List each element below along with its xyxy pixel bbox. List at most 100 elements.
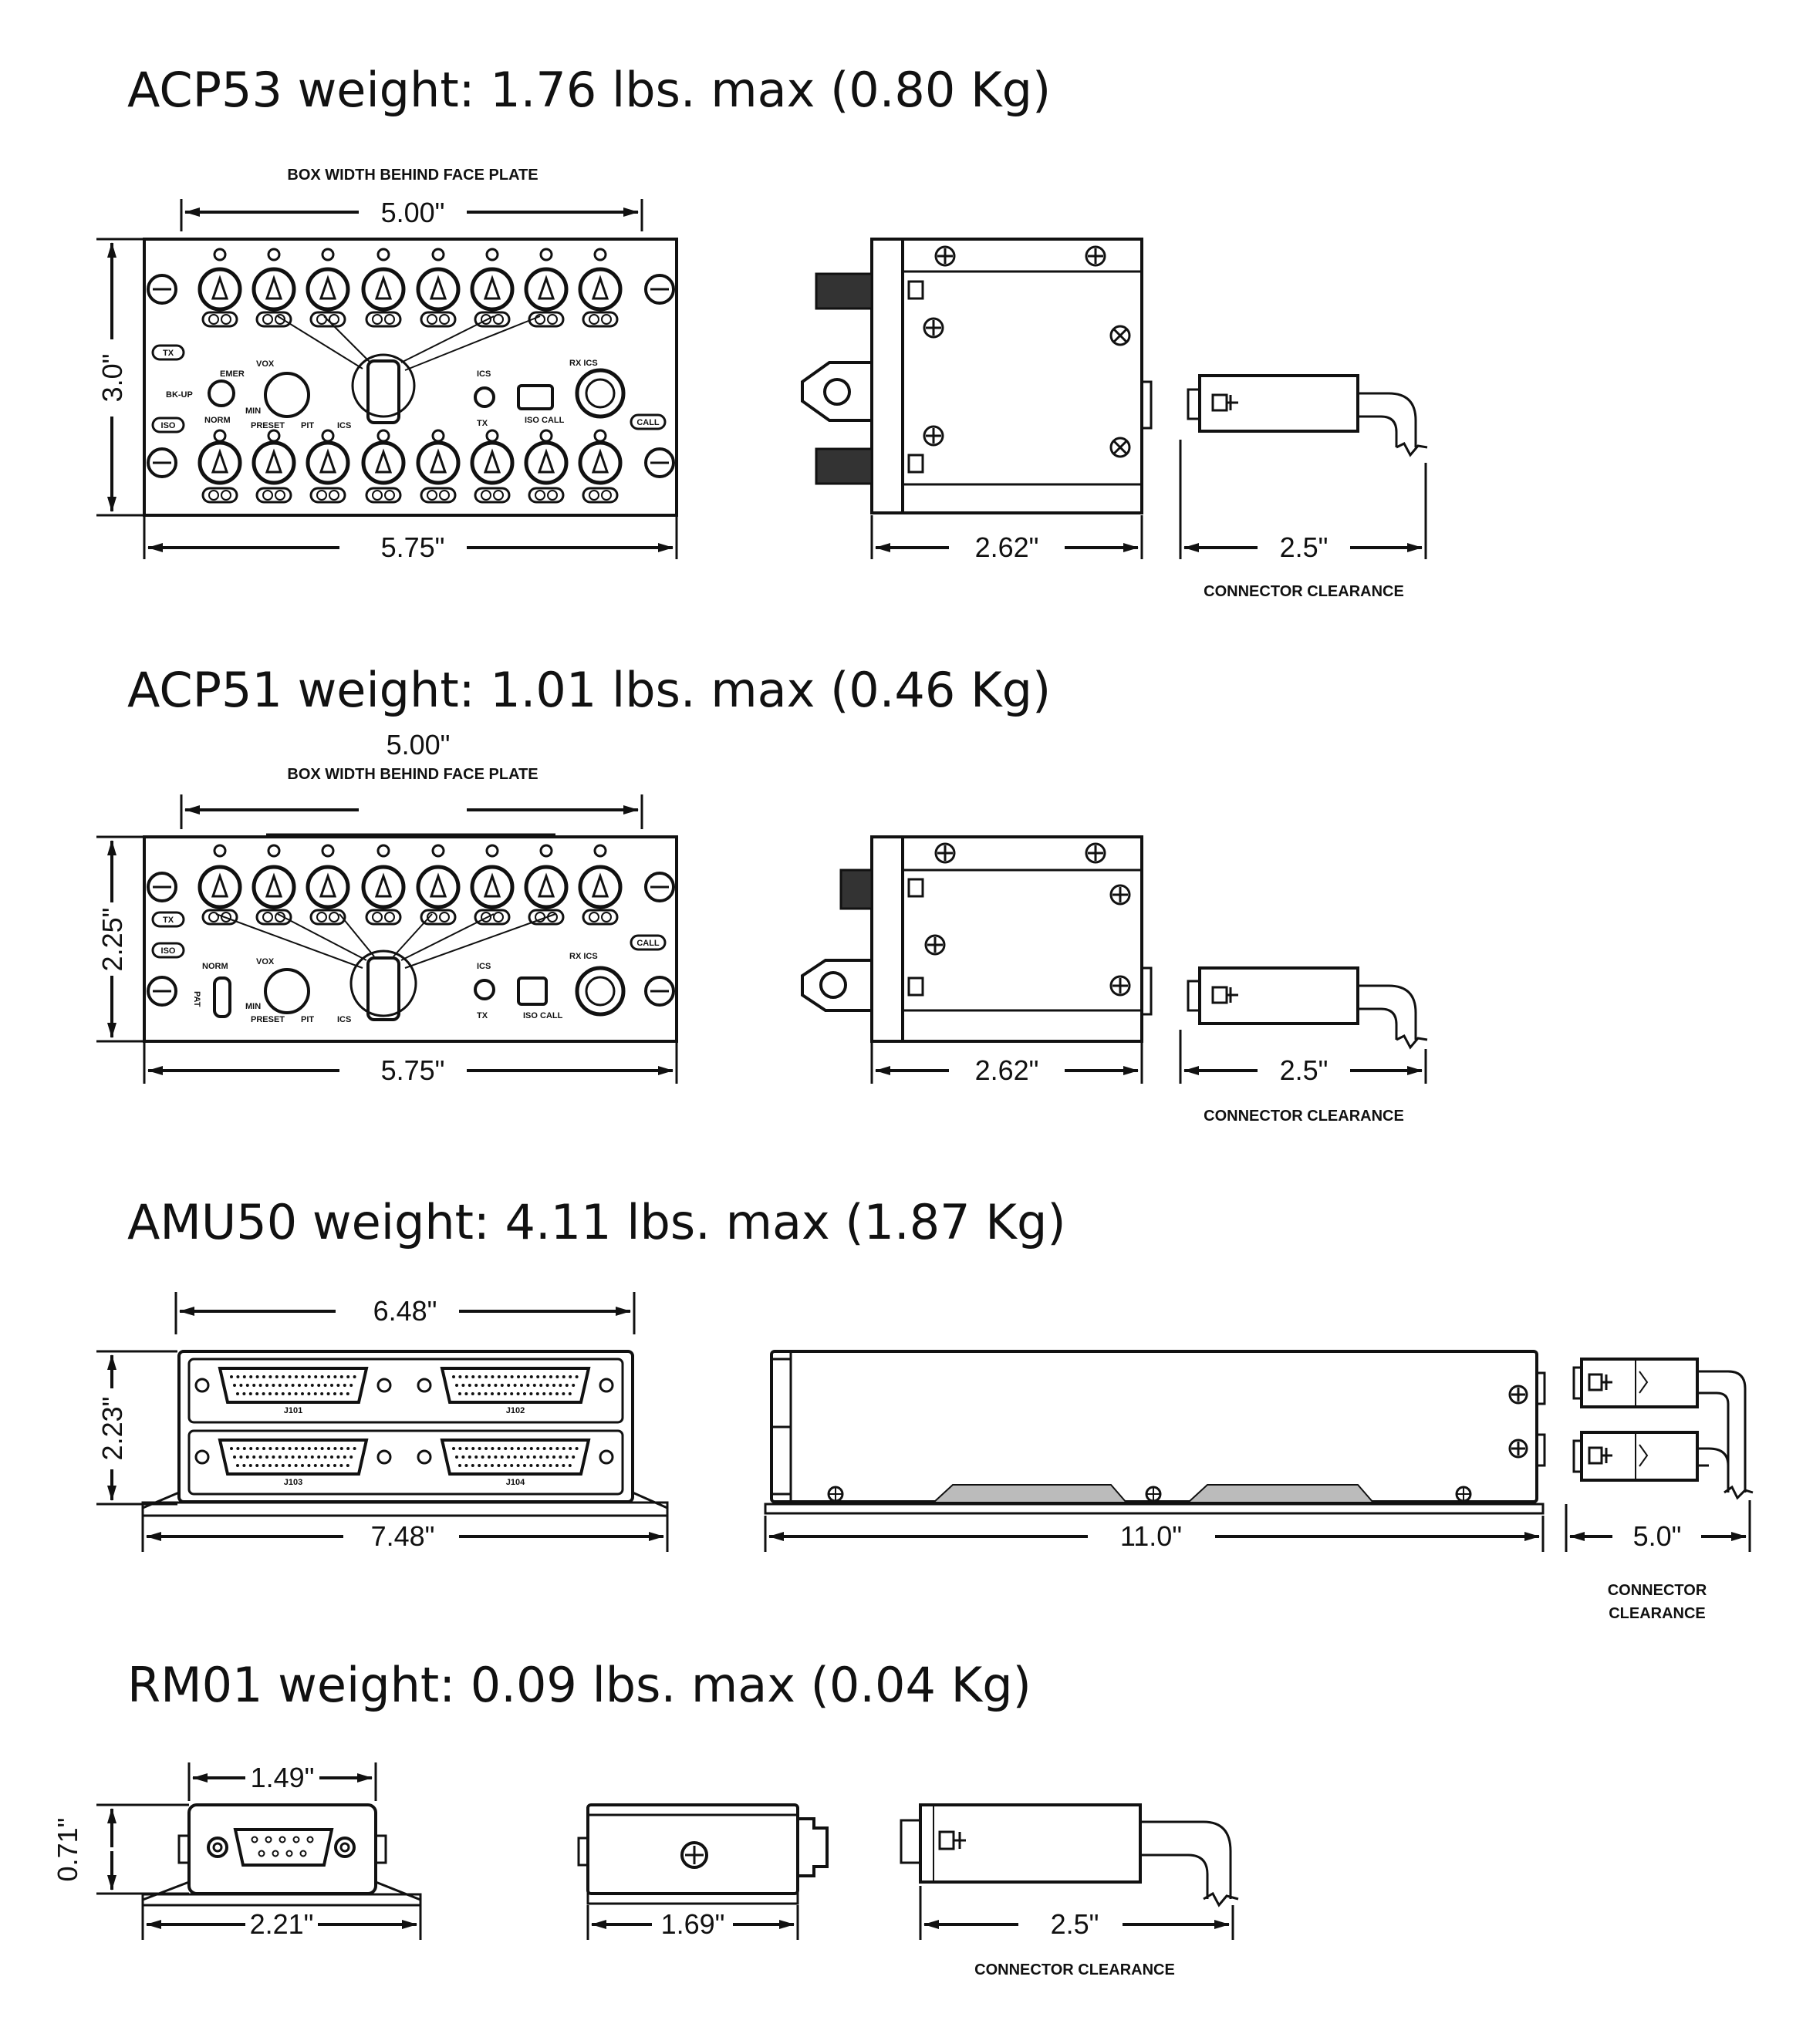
d-sub-pin (494, 1455, 498, 1459)
d-sub-pin (333, 1464, 336, 1467)
acp53-ics-label: ICS (337, 421, 351, 430)
d-sub-pin (468, 1384, 471, 1387)
switch-dot (589, 912, 599, 922)
d-sub-pin (458, 1447, 462, 1450)
switch-cap (365, 909, 402, 926)
d-sub-pin (523, 1392, 526, 1395)
d-sub-shell (440, 1439, 591, 1476)
acp51-face-plate (143, 835, 678, 1043)
d-sub-pin (510, 1375, 514, 1378)
acp51-selector-knob (215, 913, 556, 1021)
acp51-rx-ics-label: RX ICS (569, 952, 598, 961)
switch-dot (547, 314, 558, 325)
d-sub-pin (484, 1464, 488, 1467)
acp51-ics2-label: ICS (477, 962, 491, 971)
d-sub-pin (255, 1447, 259, 1450)
switch-dot (481, 912, 491, 922)
amu50-connector-length: 5.0" (1633, 1520, 1682, 1552)
d-sub-pin (452, 1447, 455, 1450)
d-sub-pin (542, 1464, 546, 1467)
rm01-depth: 1.69" (661, 1908, 725, 1940)
d-sub-pin (301, 1464, 304, 1467)
d-sub-pin (532, 1455, 536, 1459)
acp51-connector-length: 2.5" (1280, 1054, 1329, 1086)
d-sub-pin (307, 1447, 311, 1450)
acp53-connector-label: CONNECTOR CLEARANCE (1204, 583, 1404, 600)
led-indicator (213, 248, 227, 261)
led-indicator (431, 844, 445, 858)
d-sub-pin (520, 1384, 523, 1387)
d-sub-pin (565, 1455, 569, 1459)
d-sub-pin (484, 1375, 488, 1378)
d-sub-pin (559, 1455, 562, 1459)
d-sub-pin (339, 1375, 343, 1378)
switch-dot (208, 912, 219, 922)
d-sub-pin (249, 1447, 253, 1450)
volume-knob (306, 440, 350, 485)
d-sub-pin (301, 1375, 305, 1378)
amu50-connector-label-2: CLEARANCE (1609, 1605, 1706, 1622)
d-sub-pin (555, 1375, 559, 1378)
rm01-width: 1.49" (251, 1762, 315, 1793)
d-sub-pin (353, 1375, 356, 1378)
d-sub-pin (549, 1375, 552, 1378)
rm01-title: RM01 weight: 0.09 lbs. max (0.04 Kg) (127, 1657, 1031, 1713)
switch-cap (420, 311, 457, 328)
amu50-base-width: 7.48" (371, 1520, 435, 1552)
acp53-selector-knob (277, 315, 541, 424)
amu50-j101-label: J101 (284, 1406, 302, 1415)
acp53-group: BOX WIDTH BEHIND FACE PLATE 5.00" 3.0" (96, 167, 1428, 600)
switch-cap (420, 487, 457, 504)
d-sub-pin (529, 1464, 533, 1467)
volume-knob (361, 267, 406, 312)
d-sub-pin (478, 1392, 481, 1395)
d-sub-pin (539, 1455, 543, 1459)
acp51-min-label: MIN (245, 1002, 261, 1011)
acp53-call-label: CALL (636, 418, 660, 427)
d-sub-pin (262, 1375, 265, 1378)
switch-dot (384, 314, 395, 325)
rm01-connector-label: CONNECTOR CLEARANCE (974, 1961, 1175, 1978)
led-indicator (321, 429, 335, 443)
d-sub-pin (458, 1464, 461, 1467)
switch-dot (439, 314, 450, 325)
amu50-front-body (177, 1350, 634, 1503)
d-sub-pin (549, 1392, 552, 1395)
switch-dot (493, 314, 504, 325)
switch-dot (589, 314, 599, 325)
d-sub-pin (307, 1375, 311, 1378)
d-sub-pin (464, 1392, 468, 1395)
amu50-group: 6.48" 2.23" J101 J102 J103 J104 7.48" (96, 1292, 1754, 1622)
switch-dot (262, 912, 273, 922)
db9-pin (306, 1836, 314, 1843)
d-sub-pin (559, 1384, 562, 1387)
rm01-height: 0.71" (52, 1818, 83, 1882)
amu50-title: AMU50 weight: 4.11 lbs. max (1.87 Kg) (127, 1194, 1066, 1250)
d-sub-pin (513, 1384, 517, 1387)
volume-knob (198, 440, 242, 485)
db9-pin (292, 1836, 300, 1843)
d-sub-pin (278, 1455, 282, 1459)
led-indicator (376, 429, 390, 443)
d-sub-pin (494, 1384, 498, 1387)
d-sub-pin (535, 1464, 539, 1467)
acp51-tx-label: TX (163, 916, 174, 925)
switch-cap (528, 487, 565, 504)
acp51-depth: 2.62" (975, 1054, 1039, 1086)
d-sub-pin (230, 1375, 233, 1378)
d-sub-pin (343, 1384, 346, 1387)
d-sub-pin (323, 1455, 327, 1459)
led-indicator (431, 248, 445, 261)
acp53-title: ACP53 weight: 1.76 lbs. max (0.80 Kg) (127, 62, 1052, 118)
volume-knob (198, 267, 242, 312)
d-sub-pin (529, 1392, 533, 1395)
d-sub-pin (252, 1455, 256, 1459)
switch-dot (329, 490, 339, 501)
d-sub-pin (562, 1447, 566, 1450)
d-sub-pin (497, 1464, 501, 1467)
d-sub-pin (523, 1447, 527, 1450)
d-sub-shell (218, 1367, 369, 1404)
switch-dot (601, 490, 612, 501)
d-sub-pin (298, 1455, 301, 1459)
d-sub-pin (516, 1392, 520, 1395)
